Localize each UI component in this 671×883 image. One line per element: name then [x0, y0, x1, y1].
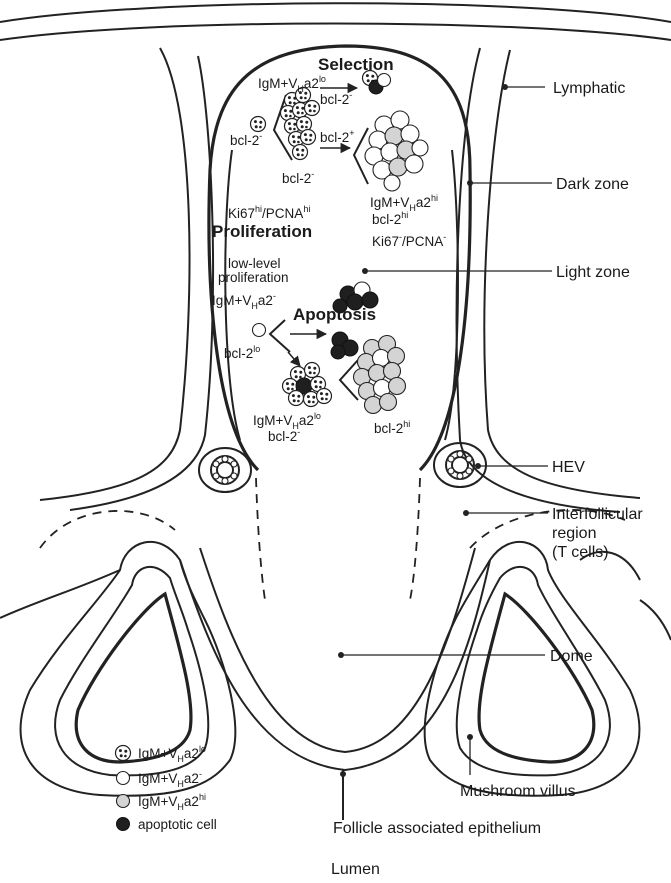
inner-annotations: Selection IgM+VHa2lo bcl-2- bcl-2+ bcl-2… — [212, 55, 446, 444]
svg-text:IgM+VHa2hi: IgM+VHa2hi — [138, 792, 206, 812]
dome-label: Dome — [550, 648, 593, 665]
igm-neg-label: IgM+VHa2- — [212, 291, 276, 311]
svg-text:IgM+VHa2lo: IgM+VHa2lo — [138, 744, 206, 764]
mushroom-villus-label: Mushroom villus — [460, 783, 576, 800]
hev-label: HEV — [552, 459, 585, 476]
ki67-hi-label: Ki67hi/PCNAhi — [228, 204, 310, 221]
bcl2-neg-arrow-label: bcl-2- — [320, 90, 352, 107]
lymphatic-wall-top — [0, 3, 671, 22]
lumen-label: Lumen — [331, 861, 380, 878]
villus-right — [425, 542, 640, 796]
lymphatic-label: Lymphatic — [553, 80, 625, 97]
bcl2-lo-label: bcl-2lo — [224, 344, 260, 361]
legend-item-open: IgM+VHa2- — [117, 769, 202, 789]
low-level-label-line1: low-level — [228, 256, 281, 271]
lymphatic-wall-bottom — [0, 24, 671, 41]
hev-left — [199, 448, 251, 492]
fae-label: Follicle associated epithelium — [333, 820, 541, 837]
selection-label: Selection — [318, 55, 394, 74]
bcl2-pos-arrow-label: bcl-2+ — [320, 128, 355, 145]
legend: IgM+VHa2lo IgM+VHa2- IgM+VHa2hi apoptoti… — [116, 744, 217, 832]
ki67-neg-label: Ki67-/PCNA- — [372, 232, 446, 249]
apoptosis-label: Apoptosis — [293, 305, 376, 324]
bcl2-neg-bottom-label: bcl-2- — [268, 427, 300, 444]
legend-item-apoptotic: apoptotic cell — [117, 817, 217, 832]
bcl2-neg-left-label: bcl-2- — [230, 131, 262, 148]
igm-lo-bottom-label: IgM+VHa2lo — [253, 411, 321, 431]
interfollicular-label-line3: (T cells) — [552, 544, 609, 561]
igm-lo-top-label: IgM+VHa2lo — [258, 74, 326, 94]
low-level-label-line2: proliferation — [218, 270, 289, 285]
proliferation-label: Proliferation — [212, 222, 312, 241]
interfollicular-label-line2: region — [552, 525, 596, 542]
dome-outline — [180, 560, 490, 770]
light-zone-label: Light zone — [556, 264, 630, 281]
svg-text:IgM+VHa2-: IgM+VHa2- — [138, 769, 202, 789]
svg-text:apoptotic cell: apoptotic cell — [138, 817, 217, 832]
dark-zone-label: Dark zone — [556, 176, 629, 193]
interfollicular-label-line1: Interfollicular — [552, 506, 643, 523]
apoptosis-cells — [253, 282, 406, 414]
bcl2-neg-cluster-label: bcl-2- — [282, 169, 314, 186]
bcl2-hi-label: bcl-2hi — [372, 210, 408, 227]
tissue-outlines — [0, 3, 671, 820]
follicle-outer-wall-left — [40, 48, 190, 500]
bcl2-hi-bottom-label: bcl-2hi — [374, 419, 410, 436]
